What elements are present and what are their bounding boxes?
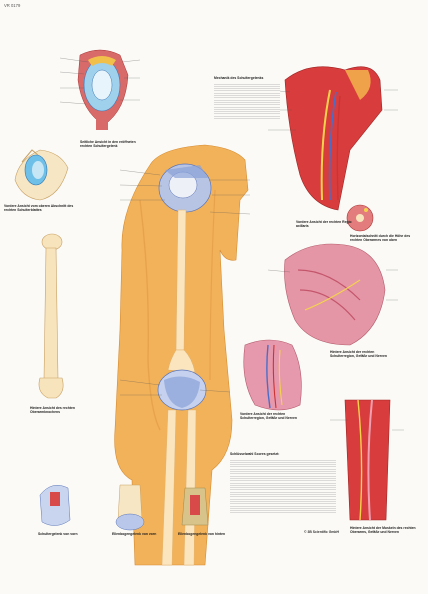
caption-scapula: Vordere Ansicht vom oberen Abschnitt des… (4, 204, 74, 212)
arm-cross-section (346, 204, 374, 232)
caption-bottom-1: Schultergelenk von vorn (38, 532, 78, 536)
intro-heading: Mechanik des Schultergelenks (214, 76, 264, 80)
caption-cross-section: Horizontalschnitt durch die Höhe des rec… (350, 234, 411, 242)
main-arm-figure (114, 144, 249, 566)
anterior-shoulder-figure (243, 339, 302, 411)
caption-axillary: Vordere Ansicht der rechten Regio axilla… (296, 220, 352, 228)
leader-lines (59, 57, 404, 431)
caption-bottom-3: Ellenbogengelenk von hinten (178, 532, 226, 536)
publisher-mark: © 3B Scientific GmbH (304, 530, 339, 534)
shoulder-section-figure (77, 49, 129, 130)
caption-posterior-upperarm: Hintere Ansicht der Muskeln des rechten … (350, 526, 416, 534)
humerus-figure (38, 233, 64, 399)
info-box-paragraph (230, 458, 336, 514)
info-box-heading: Schlüsselwahl Scores gesetzt: (230, 452, 280, 456)
posterior-shoulder-figure (284, 243, 386, 346)
poster-code: VR 0179 (4, 3, 21, 8)
posterior-upperarm-figure (344, 399, 391, 521)
bottom-joint-figures (39, 484, 209, 531)
intro-paragraph (214, 82, 280, 120)
caption-anterior-shoulder: Vordere Ansicht der rechten Schulterregi… (240, 412, 297, 420)
scapula-figure (14, 149, 69, 201)
caption-top-left: Seitliche Ansicht in den eröffneten rech… (80, 140, 136, 148)
axillary-region-figure (284, 66, 383, 211)
caption-posterior-shoulder: Hintere Ansicht der rechten Schulterregi… (330, 350, 387, 358)
caption-bottom-2: Ellenbogengelenk von vorn (112, 532, 157, 536)
caption-humerus: Hintere Ansicht des rechten Oberarmknoch… (30, 406, 75, 414)
